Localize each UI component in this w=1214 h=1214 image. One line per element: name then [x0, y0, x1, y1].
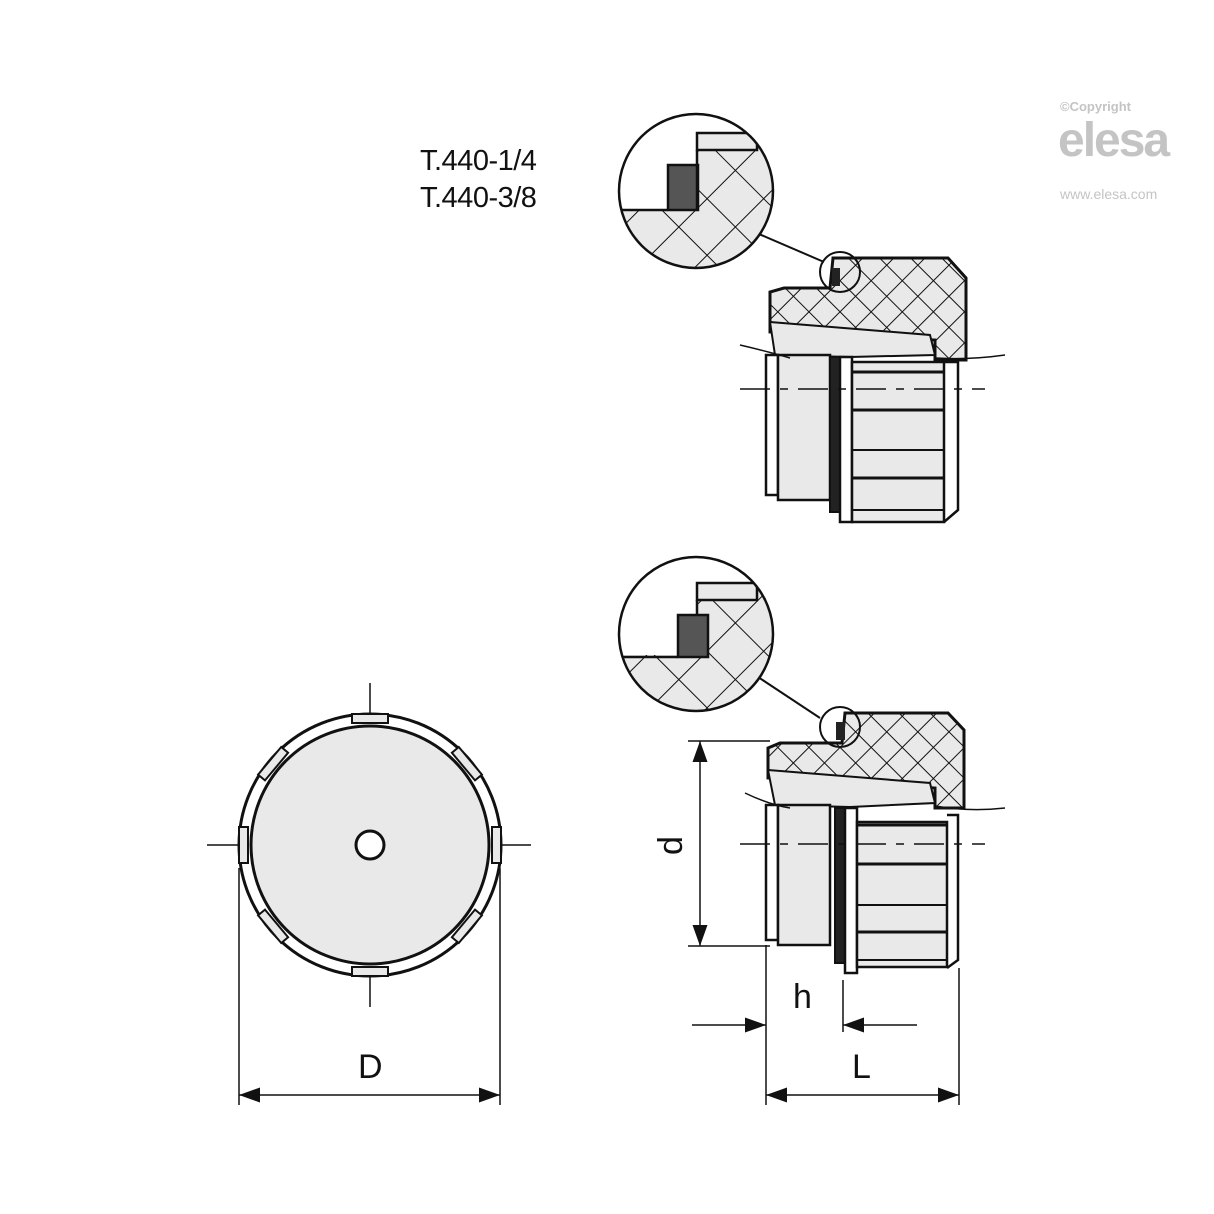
model-label-2: T.440-3/8	[420, 182, 537, 214]
section-view-top	[739, 230, 1006, 524]
dimension-D	[238, 868, 501, 1105]
dimension-label-h: h	[793, 978, 812, 1016]
copyright-text: ©Copyright	[1060, 99, 1131, 114]
brand-logo: elesa	[1058, 114, 1170, 167]
model-label-1: T.440-1/4	[420, 145, 537, 177]
dimension-d	[688, 740, 770, 947]
dimension-L	[766, 968, 960, 1105]
section-view-bottom	[740, 674, 1006, 975]
dimension-label-D: D	[358, 1048, 383, 1086]
dimension-h	[692, 945, 917, 1105]
dimension-label-d: d	[651, 836, 690, 855]
detail-callout-bottom	[617, 555, 775, 713]
dimension-label-L: L	[852, 1048, 871, 1086]
model-labels: T.440-1/4 T.440-3/8	[420, 143, 537, 217]
detail-callout-top	[617, 112, 775, 270]
brand-url: www.elesa.com	[1060, 186, 1158, 202]
front-view-circle	[207, 683, 531, 1007]
